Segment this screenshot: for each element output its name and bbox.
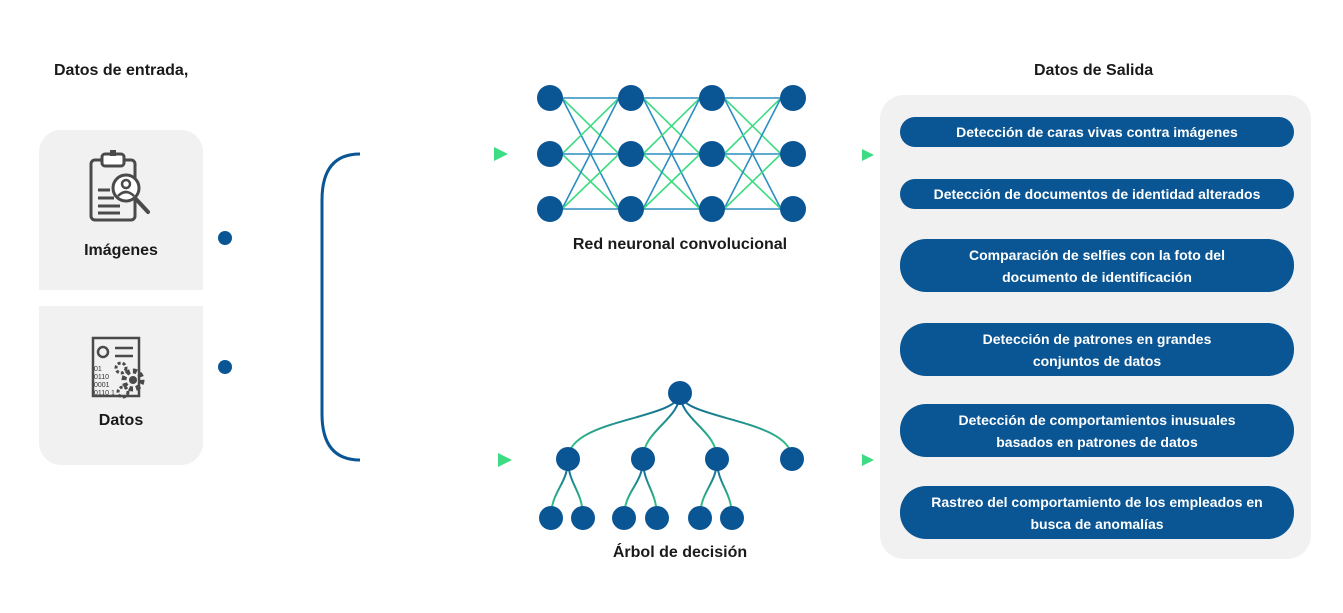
network-node — [780, 196, 806, 222]
network-edge — [642, 97, 701, 210]
network-node — [699, 196, 725, 222]
decision-tree-icon — [539, 381, 804, 530]
network-node — [618, 85, 644, 111]
output-item-employee-tracking: Rastreo del comportamiento de los emplea… — [900, 486, 1294, 539]
binary-line: 0001 — [94, 382, 110, 389]
output-item-selfie-comparison: Comparación de selfies con la foto del d… — [900, 239, 1294, 292]
output-text: Detección de comportamientos inusuales — [958, 411, 1236, 428]
output-item-pattern-detection: Detección de patrones en grandes conjunt… — [900, 323, 1294, 376]
network-node — [537, 196, 563, 222]
network-node — [699, 141, 725, 167]
clipboard-search-icon — [86, 150, 156, 233]
network-node — [618, 141, 644, 167]
network-edge — [561, 97, 620, 210]
output-data-heading: Datos de Salida — [1034, 62, 1154, 79]
network-edge — [723, 153, 782, 210]
output-text: busca de anomalías — [1030, 515, 1164, 532]
neural-network-icon — [537, 85, 806, 222]
network-node — [618, 196, 644, 222]
arrow-tree-to-outputs — [843, 454, 874, 466]
input-card-data: 01 0110 0001 0110 1 Datos — [39, 306, 203, 465]
output-panel: Detección de caras vivas contra imágenes… — [880, 95, 1311, 559]
network-node — [537, 141, 563, 167]
network-node — [780, 141, 806, 167]
decision-tree-label: Árbol de decisión — [612, 544, 748, 561]
arrow-to-tree — [358, 453, 512, 467]
output-item-altered-documents: Detección de documentos de identidad alt… — [900, 179, 1294, 209]
output-text: Rastreo del comportamiento de los emplea… — [931, 493, 1263, 510]
output-text: documento de identificación — [1002, 268, 1192, 285]
network-edge — [723, 97, 782, 155]
binary-line: 0110 1 — [94, 390, 115, 397]
output-item-unusual-behavior: Detección de comportamientos inusuales b… — [900, 404, 1294, 457]
input-data-heading: Datos de entrada, — [54, 62, 189, 79]
network-node — [780, 85, 806, 111]
network-edge — [642, 97, 701, 155]
binary-gears-icon: 01 0110 0001 0110 1 — [91, 336, 151, 407]
output-text: Comparación de selfies con la foto del — [969, 246, 1225, 263]
binary-line: 01 — [94, 366, 102, 373]
input-connector-data — [218, 360, 322, 374]
input-label-images: Imágenes — [84, 242, 158, 259]
output-item-live-faces: Detección de caras vivas contra imágenes — [900, 117, 1294, 147]
output-text: Detección de documentos de identidad alt… — [933, 186, 1261, 202]
binary-line: 0110 — [94, 374, 109, 381]
input-card-images: Imágenes — [39, 130, 203, 290]
input-connector-images — [218, 231, 322, 245]
output-text: conjuntos de datos — [1032, 352, 1162, 369]
cnn-label: Red neuronal convolucional — [572, 236, 788, 253]
network-edge — [561, 153, 620, 210]
arrow-cnn-to-outputs — [843, 149, 874, 161]
network-node — [537, 85, 563, 111]
output-text: Detección de caras vivas contra imágenes — [956, 124, 1238, 140]
flow-bracket — [320, 152, 361, 462]
network-edge — [642, 153, 701, 210]
network-edge — [561, 97, 620, 155]
network-node — [699, 85, 725, 111]
arrow-to-cnn — [358, 147, 508, 161]
output-text: basados en patrones de datos — [996, 433, 1198, 450]
input-label-data: Datos — [98, 412, 144, 429]
output-text: Detección de patrones en grandes — [982, 330, 1212, 347]
network-edge — [723, 97, 782, 210]
